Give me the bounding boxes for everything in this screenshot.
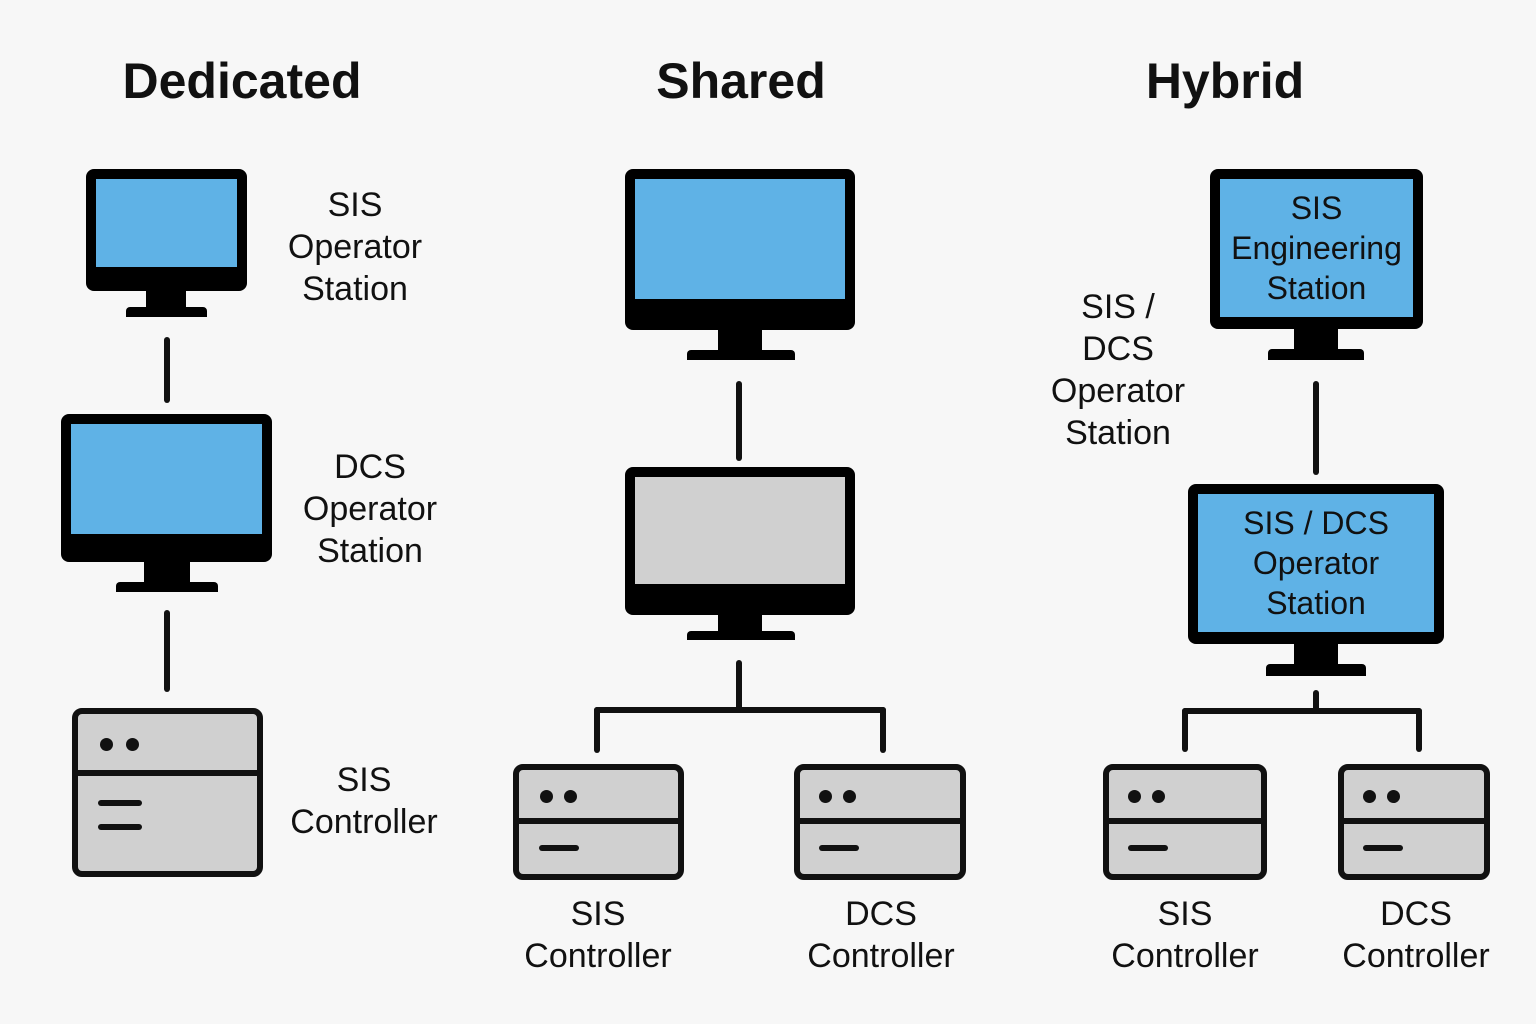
- dcs-operator-station-label: DCS Operator Station: [302, 448, 438, 570]
- dcs-controller-label: DCS Controller: [807, 895, 955, 975]
- connector-line: [736, 381, 742, 461]
- sis-controller-icon: [1103, 764, 1267, 880]
- sis-controller-label: SIS Controller: [290, 761, 438, 841]
- connector-line: [736, 660, 742, 710]
- connector-line: [164, 337, 170, 403]
- dcs-controller-label: DCS Controller: [1342, 895, 1490, 975]
- heading-shared: Shared: [656, 53, 826, 109]
- connector-line: [1416, 708, 1422, 752]
- monitor-screen: [96, 179, 237, 267]
- dcs-controller-icon: [794, 764, 966, 880]
- dcs-operator-station-monitor-icon: [61, 414, 272, 592]
- sis-operator-station-monitor-icon: [86, 169, 247, 317]
- sis-controller-icon: [513, 764, 684, 880]
- connector-line: [594, 707, 600, 753]
- heading-hybrid: Hybrid: [1145, 53, 1305, 109]
- sis-engineering-station-monitor-icon: SIS Engineering Station: [1210, 169, 1423, 360]
- connector-line: [594, 707, 886, 713]
- sis-dcs-operator-station-monitor-icon: SIS / DCS Operator Station: [1188, 484, 1444, 676]
- heading-dedicated: Dedicated: [122, 53, 362, 109]
- sis-controller-label: SIS Controller: [1111, 895, 1259, 975]
- monitor-screen: SIS / DCS Operator Station: [1198, 494, 1434, 632]
- sis-engineering-station-label: SIS Engineering Station: [1231, 190, 1402, 306]
- connector-line: [164, 610, 170, 692]
- monitor-screen: SIS Engineering Station: [1220, 179, 1413, 317]
- sis-dcs-operator-station-label: SIS / DCS Operator Station: [1243, 505, 1389, 621]
- monitor-screen: [71, 424, 262, 534]
- monitor-screen: [635, 179, 845, 299]
- sis-controller-label: SIS Controller: [524, 895, 672, 975]
- shared-operator-monitor-icon: [625, 467, 855, 640]
- connector-line: [1182, 708, 1422, 714]
- monitor-screen: [635, 477, 845, 584]
- sis-operator-station-label: SIS Operator Station: [287, 186, 423, 308]
- hybrid-side-label: SIS / DCS Operator Station: [1050, 288, 1186, 452]
- connector-line: [1182, 708, 1188, 752]
- shared-top-monitor-icon: [625, 169, 855, 360]
- connector-line: [1313, 381, 1319, 475]
- connector-line: [880, 707, 886, 753]
- dcs-controller-icon: [1338, 764, 1490, 880]
- sis-controller-icon: [72, 708, 263, 877]
- connector-line: [1313, 690, 1319, 712]
